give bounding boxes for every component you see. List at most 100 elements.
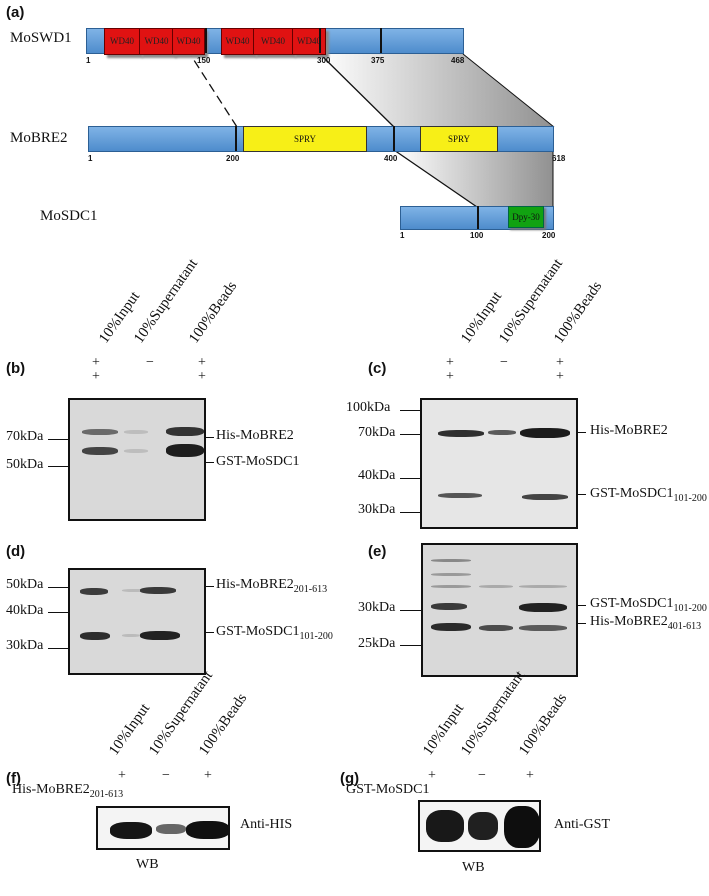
- gel-panel-c: [420, 398, 578, 529]
- band: [479, 625, 513, 631]
- panel-c-sign: +: [446, 355, 454, 370]
- western-blot-g: [418, 800, 541, 852]
- mosdc1-tick-1: 1: [400, 231, 405, 240]
- mobre2-tick-1: 1: [88, 154, 93, 163]
- panel-g-sign: +: [526, 768, 534, 783]
- panel-f-sign: +: [204, 768, 212, 783]
- band-pointer: [578, 432, 586, 433]
- panel-c-sign: +: [556, 355, 564, 370]
- moswd1-divider-150: [205, 28, 207, 53]
- wd40-domain-2: WD40: [139, 28, 174, 55]
- band: [156, 824, 186, 834]
- band: [140, 587, 176, 594]
- panel-b-sign: −: [146, 355, 154, 370]
- spry-domain-1: SPRY: [243, 126, 367, 152]
- marker-100kda: 100kDa: [346, 400, 391, 415]
- row-label: GST-MoSDC1: [346, 782, 430, 797]
- panel-a-label: (a): [6, 4, 25, 21]
- antibody-label: Anti-GST: [554, 817, 610, 832]
- panel-c-sign: +: [556, 369, 564, 384]
- dpy30-domain: Dpy-30: [508, 206, 544, 228]
- mosdc1-tick-200: 200: [542, 231, 556, 240]
- panel-g-lane-beads: 100%Beads: [516, 690, 571, 759]
- marker-30kda: 30kDa: [358, 502, 396, 517]
- band-label: His-MoBRE2401-613: [590, 614, 702, 632]
- gel-panel-d: [68, 568, 206, 675]
- moswd1-tick-1: 1: [86, 56, 91, 65]
- wb-label: WB: [136, 857, 159, 872]
- panel-g-sign: +: [428, 768, 436, 783]
- panel-f-sign: −: [162, 768, 170, 783]
- band: [140, 631, 180, 640]
- mobre2-tick-400: 400: [384, 154, 398, 163]
- mobre2-tick-618: 618: [552, 154, 566, 163]
- western-blot-f: [96, 806, 230, 850]
- gel-panel-b: [68, 398, 206, 521]
- marker-tick: [400, 512, 420, 513]
- moswd1-tick-300: 300: [317, 56, 331, 65]
- mobre2-divider-200: [235, 126, 237, 151]
- marker-25kda: 25kDa: [358, 636, 396, 651]
- panel-c-sign: −: [500, 355, 508, 370]
- band: [186, 821, 230, 839]
- panel-f-label: (f): [6, 770, 21, 787]
- mobre2-divider-400: [393, 126, 395, 151]
- marker-tick: [400, 478, 420, 479]
- panel-b-sign: +: [92, 355, 100, 370]
- band: [488, 430, 516, 435]
- band: [519, 585, 567, 588]
- band: [124, 430, 148, 434]
- panel-b-label: (b): [6, 360, 26, 377]
- row-label: His-MoBRE2201-613: [12, 782, 124, 800]
- band: [520, 428, 570, 438]
- moswd1-name: MoSWD1: [10, 30, 72, 46]
- band: [166, 427, 204, 436]
- band: [519, 603, 567, 612]
- wd40-domain-3: WD40: [172, 28, 205, 55]
- band: [438, 430, 484, 437]
- marker-50kda: 50kDa: [6, 577, 44, 592]
- moswd1-tick-468: 468: [451, 56, 465, 65]
- panel-b-sign: +: [198, 369, 206, 384]
- band-pointer: [206, 462, 214, 463]
- marker-40kda: 40kDa: [6, 603, 44, 618]
- panel-f-lane-beads: 100%Beads: [196, 690, 251, 759]
- panel-g-label: (g): [340, 770, 360, 787]
- band: [82, 447, 118, 455]
- band: [504, 806, 540, 848]
- panel-c-label: (c): [368, 360, 387, 377]
- mosdc1-name: MoSDC1: [40, 208, 98, 224]
- band: [479, 585, 513, 588]
- band-pointer: [578, 623, 586, 624]
- band: [122, 634, 140, 637]
- band: [80, 632, 110, 640]
- band: [519, 625, 567, 631]
- band: [468, 812, 498, 840]
- panel-e-label: (e): [368, 543, 387, 560]
- band: [426, 810, 464, 842]
- band-label: GST-MoSDC1101-200: [590, 596, 707, 614]
- marker-tick: [48, 439, 68, 440]
- band: [166, 444, 204, 457]
- band-label: GST-MoSDC1101-200: [216, 624, 333, 642]
- band-pointer: [206, 437, 214, 438]
- marker-50kda: 50kDa: [6, 457, 44, 472]
- panel-b-sign: +: [92, 369, 100, 384]
- marker-tick: [400, 610, 421, 611]
- band: [110, 822, 152, 839]
- marker-tick: [48, 648, 68, 649]
- band: [431, 585, 471, 588]
- marker-tick: [48, 612, 68, 613]
- panel-g-sign: −: [478, 768, 486, 783]
- wb-label: WB: [462, 860, 485, 875]
- marker-tick: [48, 466, 68, 467]
- moswd1-tick-150: 150: [197, 56, 211, 65]
- marker-70kda: 70kDa: [6, 429, 44, 444]
- wd40-domain-4: WD40: [221, 28, 254, 55]
- domain-connector-lines: [189, 53, 555, 208]
- band-label: His-MoBRE2201-613: [216, 577, 328, 595]
- marker-30kda: 30kDa: [358, 600, 396, 615]
- moswd1-divider-300: [319, 28, 321, 53]
- band: [124, 449, 148, 453]
- band-label: His-MoBRE2: [216, 428, 294, 443]
